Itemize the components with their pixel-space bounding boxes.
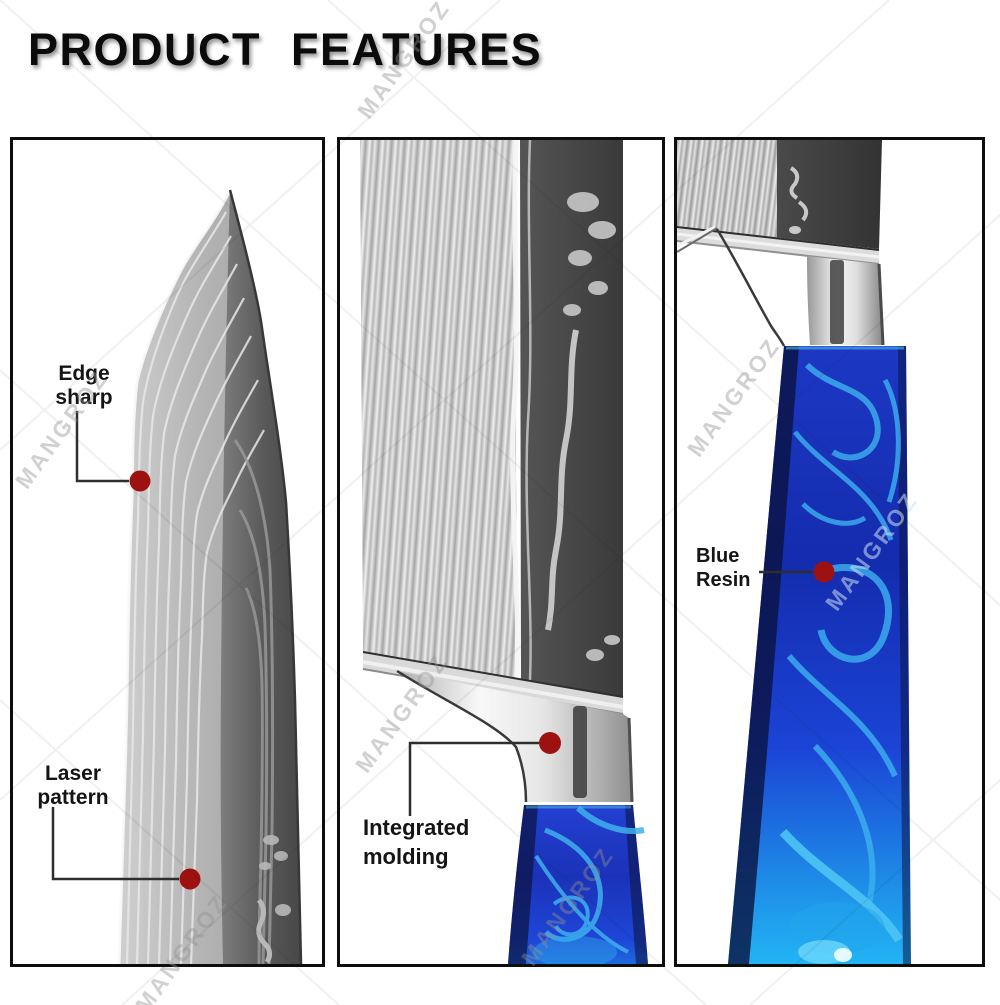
handle-right-shade [625, 805, 648, 964]
heel-curve [396, 669, 528, 803]
callout-connector-integrated-molding [408, 741, 539, 816]
spine-line [228, 189, 303, 964]
etched-squiggle [256, 898, 273, 964]
heel-curve [715, 228, 786, 347]
callout-dot-edge-sharp [129, 470, 151, 492]
callout-label-edge-sharp: Edge sharp [34, 362, 134, 411]
edge-sliver-line [677, 227, 718, 253]
resin-glow [789, 902, 885, 954]
callout-connector-laser-pattern [51, 807, 179, 881]
band-shadow [677, 240, 880, 265]
callout-line: sharp [55, 386, 113, 410]
callout-connector-edge-sharp [75, 411, 129, 483]
etched-logo-cluster [563, 192, 620, 661]
damascus-stripes [125, 211, 265, 964]
damascus-arcs [233, 439, 275, 964]
resin-swirls [534, 805, 645, 954]
feature-panel-handle: Blue Resin [674, 137, 985, 967]
callout-label-blue-resin: Blue Resin [696, 544, 750, 592]
blade-pattern-image [360, 140, 648, 964]
callout-dot-blue-resin [813, 561, 835, 583]
callout-line: Resin [696, 569, 751, 591]
resin-specular [834, 948, 852, 962]
etched-squiggle [545, 329, 579, 631]
bolster [807, 256, 883, 345]
resin-handle [508, 805, 648, 964]
pattern-transition-line2 [525, 140, 532, 681]
page-title: PRODUCT FEATURES [28, 24, 543, 75]
bolster-right-shadow [627, 717, 634, 803]
feature-panel-blade-tip: Edge sharp Laser pattern [10, 137, 325, 967]
edge-sliver-highlight [677, 225, 716, 248]
callout-label-laser-pattern: Laser pattern [21, 762, 125, 811]
blade-striped-region [360, 140, 517, 678]
callout-label-integrated-molding: Integrated molding [363, 814, 469, 871]
handle-left-shade [728, 346, 799, 964]
band-highlight [677, 232, 880, 259]
blade-dark-region [777, 140, 882, 249]
callout-dot-integrated-molding [539, 732, 561, 754]
callout-line: Laser [44, 762, 102, 785]
callout-line: Integrated [363, 815, 470, 840]
resin-swirls [786, 362, 901, 905]
blade-bottom-edge [362, 651, 624, 698]
handle-left-shade [508, 805, 538, 964]
etched-marks [789, 166, 809, 222]
blade-tip-image [51, 189, 303, 964]
callout-line: pattern [37, 786, 109, 810]
pattern-transition-line [510, 140, 521, 679]
cutting-edge-highlight [117, 189, 232, 964]
etched-logo-marks [259, 835, 291, 916]
resin-swirl-bright [779, 828, 903, 943]
callout-line: Blue [696, 545, 740, 567]
handle-right-shade [898, 346, 911, 964]
feature-panel-blade-pattern: Integrated molding [337, 137, 665, 967]
callout-dot-laser-pattern [179, 868, 201, 890]
bolster-dark-stripe [573, 706, 587, 798]
handle-image [677, 140, 911, 964]
bolster-dark-stripe [830, 260, 844, 344]
callout-line: Edge [58, 362, 110, 385]
resin-glow [533, 936, 617, 964]
bolster-right-shadow [877, 263, 885, 346]
etched-dot [789, 226, 801, 234]
band-highlight [362, 660, 624, 709]
blade-striped-region [677, 140, 777, 238]
callout-line: molding [363, 843, 449, 869]
